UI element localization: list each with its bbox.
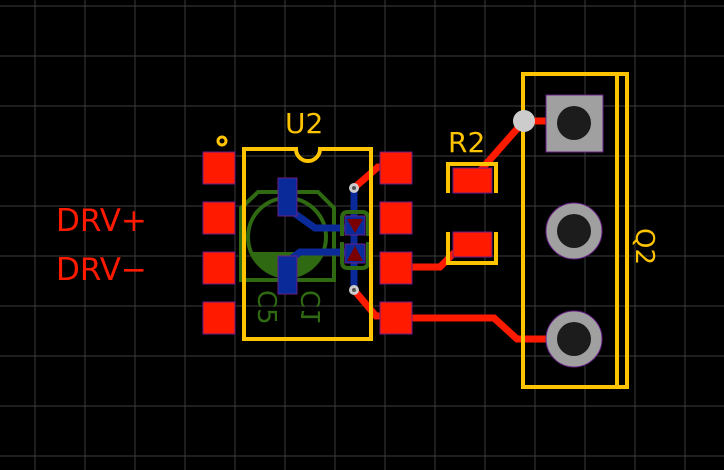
via-hole (352, 288, 356, 292)
u2-pad-2[interactable] (202, 201, 236, 235)
c5-pad-1[interactable] (277, 177, 298, 217)
u2-pad-4[interactable] (202, 301, 236, 335)
c5-pad-2[interactable] (277, 255, 298, 295)
u2-pin1-marker (216, 135, 228, 147)
c1-designator: C1 (297, 290, 327, 325)
r2-silkscreen (446, 232, 498, 265)
r2-footprint[interactable] (446, 162, 498, 265)
r2-pad-2[interactable] (452, 231, 493, 258)
net-label-drv-minus: DRV− (56, 252, 147, 288)
c5-silkscreen-outline (239, 190, 336, 282)
c1-footprint[interactable] (340, 210, 370, 270)
u2-pad-1[interactable] (202, 151, 236, 185)
u2-footprint[interactable] (216, 135, 373, 341)
r2-pad-1[interactable] (452, 167, 493, 194)
net-label-drv-plus: DRV+ (56, 203, 147, 239)
q2-pad-3-drill (557, 322, 591, 356)
c1-pad-2-marker (347, 246, 363, 261)
c1-silkscreen (340, 242, 370, 270)
r2-silkscreen (446, 162, 498, 193)
u2-pad-8[interactable] (379, 151, 413, 185)
u2-pad-5[interactable] (379, 301, 413, 335)
u2-pad-6[interactable] (379, 251, 413, 285)
via-hole (352, 186, 356, 190)
u2-pads (202, 151, 413, 335)
q2-pad-1-drill (557, 106, 591, 140)
c5-designator: C5 (251, 290, 281, 325)
q2-designator: Q2 (629, 228, 659, 265)
q2-pad-2-drill (557, 214, 591, 248)
u2-designator: U2 (285, 107, 323, 140)
c1-silkscreen (340, 210, 370, 236)
u2-pad-7[interactable] (379, 201, 413, 235)
u2-silkscreen-outline (242, 147, 373, 341)
r2-designator: R2 (448, 126, 485, 159)
q2-footprint[interactable] (521, 72, 629, 389)
via[interactable] (513, 110, 535, 132)
u2-pad-3[interactable] (202, 251, 236, 285)
c1-pad-1-marker (347, 219, 363, 233)
q2-silkscreen-outline (521, 72, 629, 389)
